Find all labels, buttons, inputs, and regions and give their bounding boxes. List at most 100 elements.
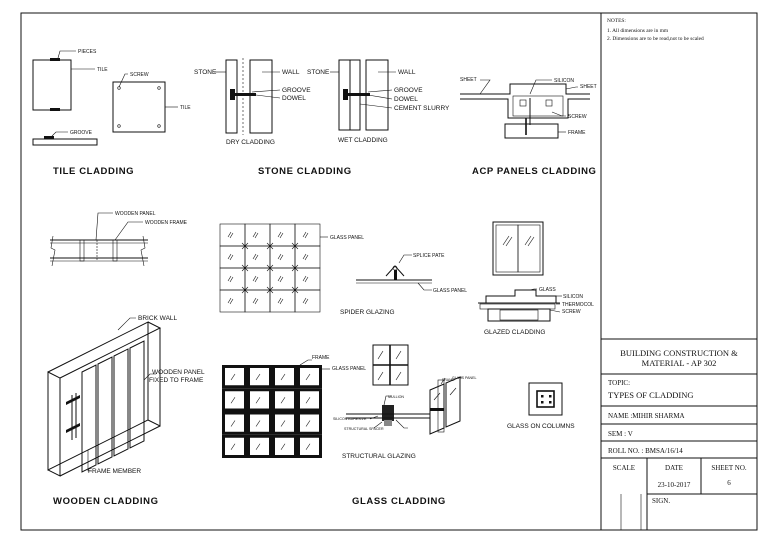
tb-topic-label: TOPIC: bbox=[608, 379, 630, 387]
structural-pane bbox=[222, 388, 247, 412]
acp-label-frame: FRAME bbox=[568, 130, 586, 136]
tile-screwed bbox=[112, 81, 166, 133]
acp-frame bbox=[504, 123, 559, 139]
spider-fitting bbox=[266, 242, 274, 250]
glass-on-columns-caption: GLASS ON COLUMNS bbox=[507, 423, 575, 430]
iso-label-frame: FRAME bbox=[442, 378, 455, 382]
spider-pane bbox=[269, 289, 296, 313]
structural-pane bbox=[247, 434, 272, 458]
tb-subject-1: BUILDING CONSTRUCTION & bbox=[620, 348, 738, 358]
structural-glazing-caption: STRUCTURAL GLAZING bbox=[342, 453, 416, 460]
wood-label-fixed-1: WOODEN PANEL bbox=[152, 369, 205, 376]
label-screw: SCREW bbox=[130, 72, 149, 78]
structural-pane bbox=[272, 388, 297, 412]
stone-cladding-title: STONE CLADDING bbox=[258, 166, 352, 177]
spider-fitting bbox=[266, 264, 274, 272]
structural-pane bbox=[297, 434, 322, 458]
spider-pane bbox=[294, 267, 321, 291]
note-1: 1. All dimensions are in mm bbox=[607, 28, 669, 34]
wet-cladding-caption: WET CLADDING bbox=[338, 137, 388, 144]
structural-pane bbox=[247, 411, 272, 435]
spider-pane bbox=[244, 245, 271, 269]
spider-pane bbox=[269, 267, 296, 291]
wooden-cladding-title: WOODEN CLADDING bbox=[53, 496, 159, 507]
label-groove: GROOVE bbox=[70, 130, 93, 136]
sheet-border bbox=[20, 12, 758, 531]
glazed-label-screw: SCREW bbox=[562, 309, 581, 315]
acp-panels-cladding: SHEET SILICON SHEET SCREW FRAME ACP PANE… bbox=[460, 77, 597, 177]
dry-label-wall: WALL bbox=[282, 69, 300, 76]
spider-glazing-caption: SPIDER GLAZING bbox=[340, 309, 395, 316]
acp-label-screw: SCREW bbox=[568, 114, 587, 120]
dry-label-dowel: DOWEL bbox=[282, 95, 306, 102]
wood-label-frame: WOODEN FRAME bbox=[145, 220, 188, 226]
glass-label-splice: SPLICE PATE bbox=[413, 253, 445, 259]
notes-heading: NOTES: bbox=[607, 18, 626, 24]
spider-fitting bbox=[241, 286, 249, 294]
spider-fitting bbox=[291, 264, 299, 272]
tile-groove-section bbox=[32, 138, 98, 146]
tb-roll: ROLL NO. : BMSA/16/14 bbox=[608, 447, 683, 455]
dry-label-groove: GROOVE bbox=[282, 87, 311, 94]
wet-label-groove: GROOVE bbox=[394, 87, 423, 94]
spider-pane bbox=[219, 289, 246, 313]
glass-on-column bbox=[528, 382, 563, 416]
wood-label-member: FRAME MEMBER bbox=[88, 468, 141, 475]
spider-pane bbox=[294, 245, 321, 269]
spider-fitting bbox=[241, 242, 249, 250]
tb-name: NAME :MIHIR SHARMA bbox=[608, 412, 685, 420]
spider-pane bbox=[269, 223, 296, 247]
glazed-label-glass: GLASS bbox=[539, 287, 556, 293]
structural-pane bbox=[297, 411, 322, 435]
dry-label-stone: STONE bbox=[194, 69, 217, 76]
wet-label-slurry: CEMENT SLURRY bbox=[394, 105, 450, 112]
structural-pane bbox=[272, 411, 297, 435]
note-2: 2. Dimensions are to be read,not to be s… bbox=[607, 36, 704, 42]
spider-fitting bbox=[241, 264, 249, 272]
stone-cladding: STONE WALL GROOVE DOWEL DRY CLADDING STO… bbox=[194, 58, 450, 177]
tb-topic: TYPES OF CLADDING bbox=[608, 390, 693, 400]
wood-label-fixed-2: FIXED TO FRAME bbox=[149, 377, 204, 384]
spider-pane bbox=[219, 267, 246, 291]
spider-pane bbox=[219, 223, 246, 247]
tile-front bbox=[32, 59, 72, 111]
structural-pane bbox=[272, 365, 297, 389]
spider-pane bbox=[244, 267, 271, 291]
structural-pane bbox=[297, 365, 322, 389]
wooden-cladding: WOODEN PANEL WOODEN FRAME BRICK WALL WOO… bbox=[47, 211, 205, 507]
sg-label-glass-panel: GLASS PANEL bbox=[332, 366, 366, 372]
label-tile-2: TILE bbox=[180, 105, 191, 111]
spider-fitting bbox=[291, 242, 299, 250]
structural-pane bbox=[247, 365, 272, 389]
dry-cladding-caption: DRY CLADDING bbox=[226, 139, 275, 146]
structural-pane bbox=[297, 388, 322, 412]
glazed-cladding-caption: GLAZED CLADDING bbox=[484, 329, 545, 336]
tb-sheet-label: SHEET NO. bbox=[711, 464, 747, 472]
label-pieces: PIECES bbox=[78, 49, 97, 55]
acp-silicon-block bbox=[512, 95, 564, 117]
tb-date: 23-10-2017 bbox=[658, 481, 691, 489]
wet-label-dowel: DOWEL bbox=[394, 96, 418, 103]
tile-cladding: PIECES TILE SCREW TILE GROOVE TILE CLADD… bbox=[32, 49, 191, 177]
dry-stone bbox=[225, 59, 238, 134]
glass-label-panel-spider: GLASS PANEL bbox=[433, 288, 467, 294]
spider-pane bbox=[219, 245, 246, 269]
structural-pane bbox=[222, 411, 247, 435]
notes: NOTES: 1. All dimensions are in mm 2. Di… bbox=[607, 18, 704, 42]
spider-pane bbox=[244, 223, 271, 247]
sg-label-mullion: MULLION bbox=[388, 395, 404, 399]
tile-cladding-title: TILE CLADDING bbox=[53, 166, 134, 177]
wet-label-wall: WALL bbox=[398, 69, 416, 76]
wet-label-stone: STONE bbox=[307, 69, 330, 76]
structural-glass-grid bbox=[222, 365, 322, 458]
glazed-label-silicon: SILICON bbox=[563, 294, 583, 300]
acp-label-sheet-right: SHEET bbox=[580, 84, 597, 90]
dry-wall bbox=[249, 59, 273, 134]
spider-pane bbox=[244, 289, 271, 313]
tb-sign-label: SIGN. bbox=[652, 497, 670, 505]
structural-pane bbox=[222, 365, 247, 389]
structural-pane bbox=[222, 434, 247, 458]
tb-sheet-no: 6 bbox=[727, 479, 731, 487]
sg-label-spacer: STRUCTURAL SPACER bbox=[344, 427, 384, 431]
